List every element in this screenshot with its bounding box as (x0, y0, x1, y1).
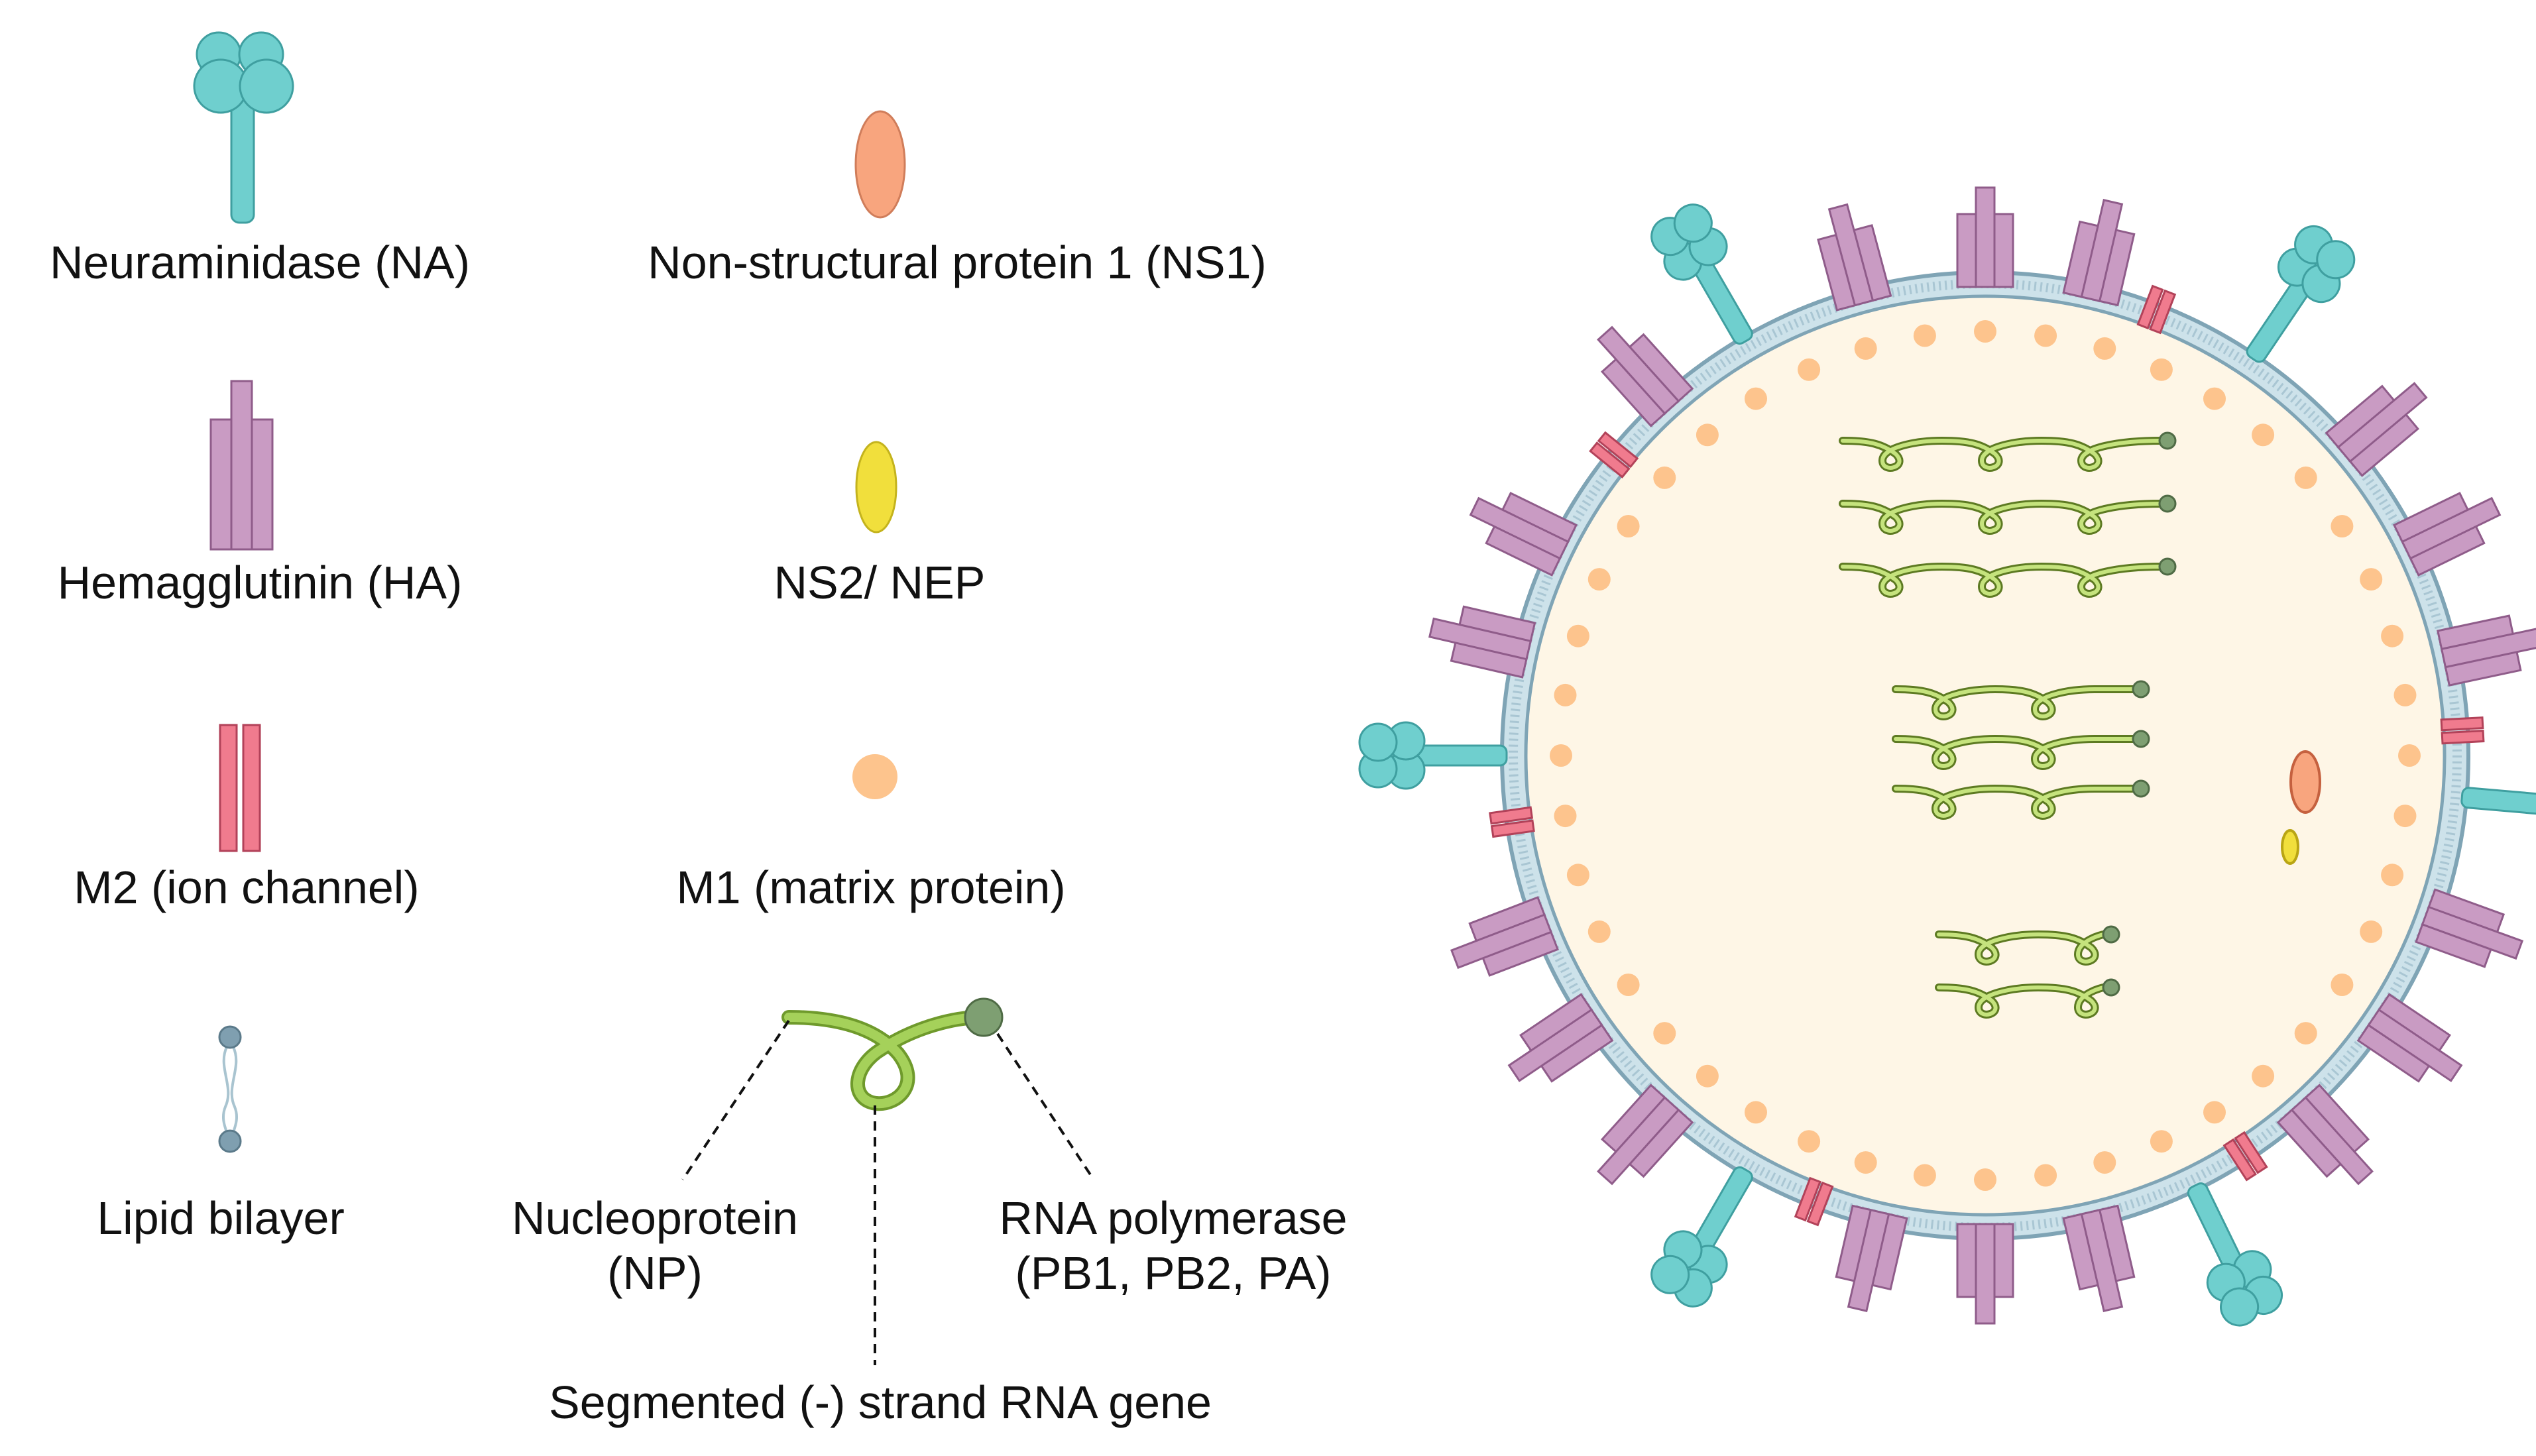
rna-segment-icon (781, 997, 1004, 1111)
m1-dot (1653, 1022, 1676, 1045)
m1-dot (2331, 515, 2354, 537)
leader-lines (681, 1019, 1095, 1365)
m1-dot (1566, 864, 1589, 887)
ns1-particle (2289, 750, 2321, 814)
virion-interior (1524, 294, 2447, 1217)
m1-dot (1566, 624, 1589, 647)
m1-dot (2294, 466, 2317, 489)
m1-dot (2393, 683, 2417, 706)
m1-dot (2360, 568, 2383, 591)
hemagglutinin-spike (1829, 1204, 1908, 1316)
m1-dot (1798, 358, 1821, 381)
m1-dot (2093, 1151, 2116, 1174)
m1-dot (1745, 1101, 1767, 1124)
m1-icon (852, 754, 897, 799)
m1-dot (1974, 320, 1996, 343)
m1-dot (2093, 337, 2116, 360)
m1-dot (1653, 466, 1676, 489)
m1-dot (2203, 387, 2226, 410)
m1-dot (1798, 1130, 1821, 1153)
influenza-virion (1358, 186, 2536, 1333)
m1-dot (2331, 974, 2354, 996)
hemagglutinin-spike (2437, 609, 2536, 687)
m1-dot (1550, 744, 1572, 767)
m1-dot (1696, 423, 1719, 447)
m1-dot (2203, 1101, 2226, 1124)
nucleoprotein-label-line1: Nucleoprotein (512, 1192, 798, 1244)
hemagglutinin-spike (2393, 480, 2509, 577)
m1-dot (2150, 358, 2173, 381)
hemagglutinin-spike (1444, 896, 1559, 986)
hemagglutinin-icon (209, 380, 274, 551)
hemagglutinin-spike (2062, 1204, 2142, 1316)
m1-dot (1554, 805, 1577, 828)
m1-matrix-layer (1550, 320, 2421, 1191)
ns1-label: Non-structural protein 1 (NS1) (648, 237, 1267, 288)
m1-dot (2034, 324, 2057, 347)
m1-dot (2252, 423, 2275, 447)
ns2-particle (2281, 829, 2299, 865)
hemagglutinin-label: Hemagglutinin (HA) (58, 557, 463, 608)
m1-dot (1696, 1064, 1719, 1088)
m1-dot (1587, 568, 1611, 591)
m1-dot (2393, 805, 2417, 828)
m1-dot (2360, 920, 2383, 943)
m1-dot (1617, 515, 1640, 537)
m1-dot (1745, 387, 1767, 410)
m1-dot (2381, 864, 2404, 887)
neuraminidase-label: Neuraminidase (NA) (50, 237, 470, 288)
hemagglutinin-spike (1424, 599, 1536, 679)
hemagglutinin-spike (1810, 198, 1892, 311)
ns1-icon (854, 110, 906, 219)
hemagglutinin-spike (2415, 888, 2530, 978)
rna-polymerase-icon (964, 997, 1004, 1037)
m1-dot (1913, 324, 1936, 347)
m1-dot (1617, 974, 1640, 996)
m1-dot (1587, 920, 1611, 943)
m1-dot (2398, 744, 2421, 767)
ns2-icon (855, 441, 897, 533)
m2-channel-icon (219, 724, 261, 852)
lipid-bilayer-icon (218, 1025, 242, 1153)
m1-dot (1854, 1151, 1877, 1174)
m1-dot (1913, 1164, 1936, 1187)
m1-dot (2034, 1164, 2057, 1187)
nucleoprotein-label-line2: (NP) (607, 1247, 703, 1299)
neuraminidase-spike (2458, 763, 2536, 844)
m2-label: M2 (ion channel) (74, 862, 419, 913)
hemagglutinin-spike (1461, 480, 1578, 577)
rna-polymerase-label-line1: RNA polymerase (999, 1192, 1347, 1244)
m1-dot (1974, 1168, 1996, 1191)
hemagglutinin-spike (1956, 186, 2014, 288)
m1-dot (1854, 337, 1877, 360)
m1-dot (2381, 624, 2404, 647)
neuraminidase-icon (193, 31, 294, 224)
m1-dot (2294, 1022, 2317, 1045)
m1-dot (2150, 1130, 2173, 1153)
m1-label: M1 (matrix protein) (676, 862, 1065, 913)
neuraminidase-spike (1358, 721, 1508, 790)
ns2-label: NS2/ NEP (774, 557, 986, 608)
lipid-bilayer-label: Lipid bilayer (97, 1192, 345, 1244)
m1-dot (1554, 683, 1577, 706)
rna-polymerase-label-line2: (PB1, PB2, PA) (1015, 1247, 1331, 1299)
segmented-rna-label: Segmented (-) strand RNA gene (549, 1376, 1212, 1428)
hemagglutinin-spike (2062, 195, 2142, 307)
m1-dot (2252, 1064, 2275, 1088)
hemagglutinin-spike (1956, 1223, 2014, 1325)
